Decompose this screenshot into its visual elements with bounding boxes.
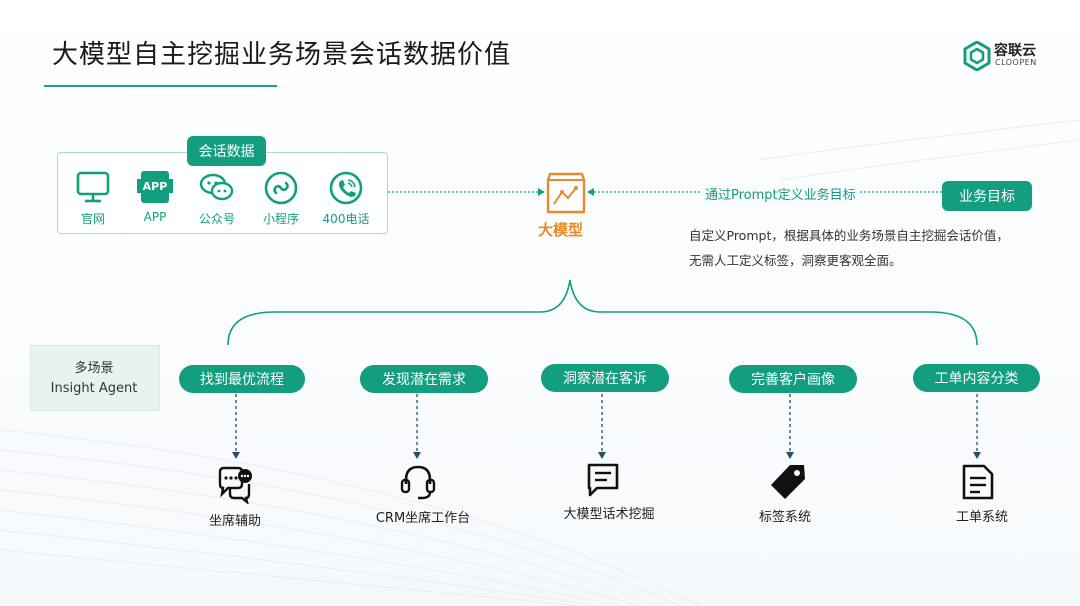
source-item-website: 官网 [63,170,123,227]
source-item-mini-program: 小程序 [251,170,311,227]
mini-program-icon [264,171,298,205]
message-icon [587,463,619,497]
capability-optimal-flow: 找到最优流程 [179,365,305,393]
goal-description-line2: 无需人工定义标签，洞察更客观全面。 [689,253,902,268]
app-icon-text: APP [143,180,168,193]
scene-line2: Insight Agent [50,381,138,396]
output-label-assist: 坐席辅助 [208,514,261,529]
source-label: 会话数据 [187,136,266,166]
output-label-crm: CRM坐席工作台 [375,511,471,526]
capability-complaint-insight: 洞察潜在客诉 [541,364,669,392]
output-label-ticket-system: 工单系统 [955,510,1008,525]
source-label-website: 官网 [80,212,105,226]
app-icon: APP [137,171,173,203]
output-label-tag-system: 标签系统 [758,510,811,525]
model-cube-icon [546,172,586,214]
wechat-icon [199,173,234,201]
source-item-wechat: 公众号 [187,170,247,227]
title-underline [44,85,277,87]
chat-assist-icon [218,466,252,504]
monitor-icon [76,171,110,203]
headset-icon [400,465,436,500]
logo-mark-icon [963,41,991,71]
source-label-phone: 400电话 [322,212,370,226]
capability-customer-profile: 完善客户画像 [729,365,857,393]
goal-label: 业务目标 [942,181,1032,211]
capability-potential-demand: 发现潜在需求 [360,365,488,393]
ticket-icon [962,464,994,500]
prompt-text: 通过Prompt定义业务目标 [701,184,860,203]
source-label-wechat: 公众号 [198,212,235,226]
scene-box [30,345,160,411]
model-label: 大模型 [538,221,584,239]
capability-ticket-classify: 工单内容分类 [913,364,1040,392]
source-item-phone: 400电话 [316,170,376,227]
logo-name: 容联云 [994,43,1036,59]
page-title: 大模型自主挖掘业务场景会话数据价值 [52,40,512,70]
goal-description-line1: 自定义Prompt，根据具体的业务场景自主挖掘会话价值， [689,228,1009,243]
phone-icon [329,171,363,205]
scene-line1: 多场景 [74,361,114,376]
source-item-app: APP APP [125,170,185,224]
tag-icon [771,465,805,499]
output-label-script-mining: 大模型话术挖掘 [563,507,655,522]
source-label-mini-program: 小程序 [262,212,299,226]
source-label-app: APP [143,210,167,224]
logo-sub: CLOOPEN [995,58,1037,67]
